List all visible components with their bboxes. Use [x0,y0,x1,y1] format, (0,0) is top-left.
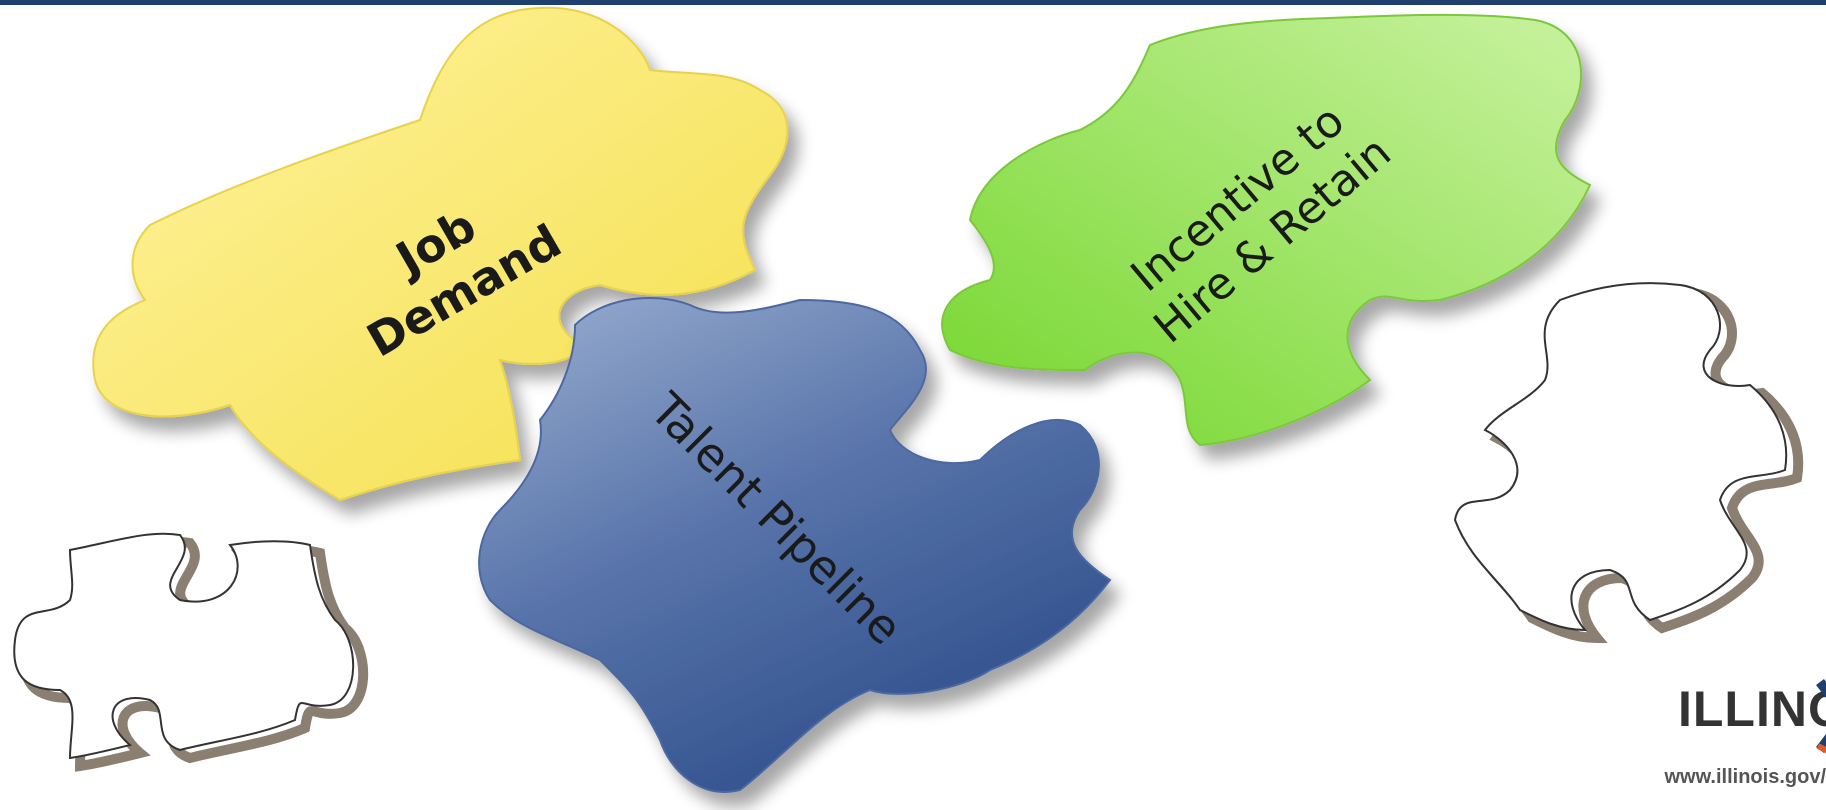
incentive-piece [941,13,1592,447]
outline-piece-left [13,532,369,772]
chevron-right-icon [1816,678,1826,754]
talent-pipeline-piece [478,296,1112,793]
logo-url: www.illinois.gov/ [1664,766,1826,788]
outline-piece-right [1453,282,1804,644]
header-bar [0,0,1826,5]
illinois-logo: ILLINOIS [1626,678,1826,760]
job-demand-piece [92,6,789,502]
logo-wordmark: ILLINOIS [1678,681,1826,737]
